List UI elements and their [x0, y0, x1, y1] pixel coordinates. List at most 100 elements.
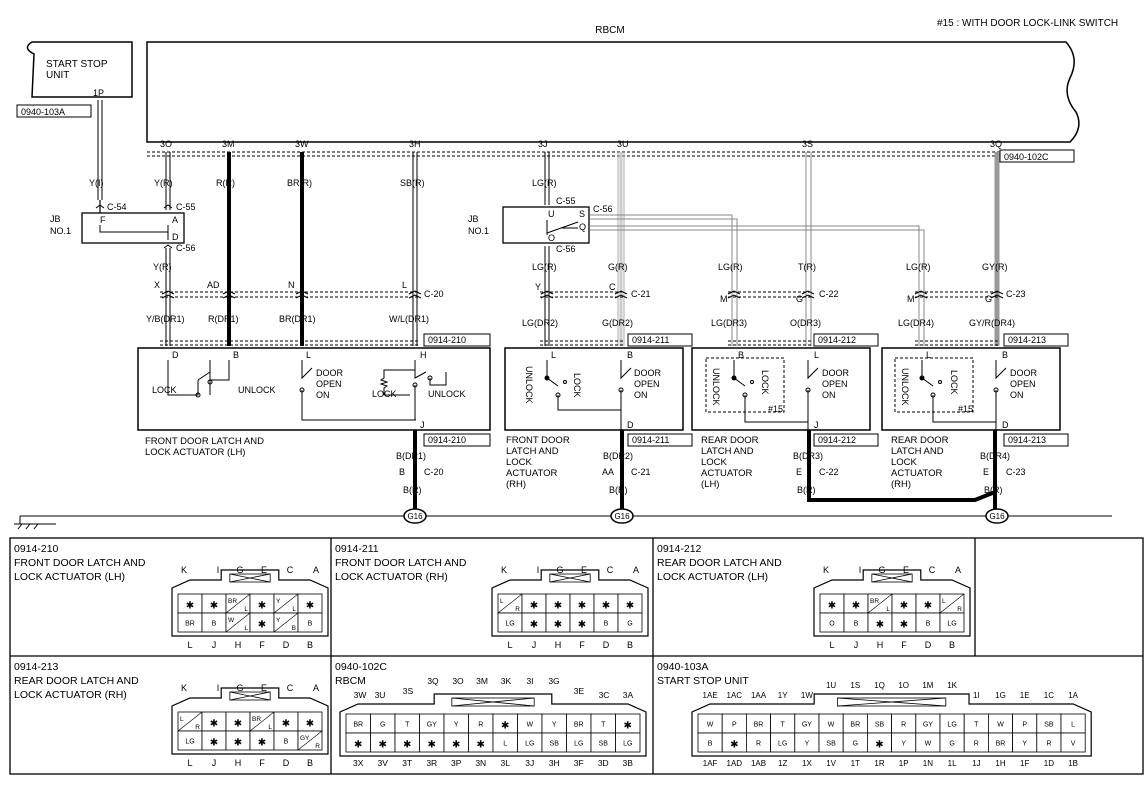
connector-face-210-r2-c4-divider: [273, 612, 299, 633]
connector-face-213-r2-c5-divider: [297, 730, 323, 751]
wire-labels: Y(I) Y(R) Y(R) R(R) BR(R) SB(R) LG(R) LG…: [89, 178, 1015, 328]
label-b-r2: B(R): [609, 485, 628, 495]
m213-lock: LOCK: [949, 370, 959, 395]
label-p-e1: E: [796, 467, 802, 477]
m213-label-3: LOCK: [891, 457, 918, 468]
connector-face-103a-r1-c14-text: SB: [1044, 722, 1054, 729]
wire-3s: [805, 152, 812, 346]
connector-face-210-top-pin-1: I: [217, 565, 220, 575]
connector-face-103a-r1-c1-text: P: [732, 722, 737, 729]
connector-face-213-bottom-pin-3: F: [259, 758, 265, 768]
connector-face-103a-r2-c15-box: [1060, 732, 1086, 753]
label-wl-dr1: W/L(DR1): [389, 314, 429, 324]
connector-face-213-bottom-pin-1: J: [212, 758, 217, 768]
connector-face-213-r2-c2-asterisk-icon: ✱: [234, 738, 242, 749]
module-0914-210-code-top: 0914-210: [428, 335, 466, 345]
connector-face-210-top-pin-3: E: [261, 565, 267, 575]
connector-face-103a-top-pin-9: 1M: [922, 681, 933, 690]
connector-face-103a-r2-c0-text: B: [708, 741, 713, 748]
panel-103a-line1: START STOP UNIT: [657, 675, 749, 687]
connector-face-213-top-pin-4: C: [287, 683, 294, 693]
header-note: #15 : WITH DOOR LOCK-LINK SWITCH: [937, 18, 1118, 29]
connector-face-103a-bottom-pin-10: 1L: [948, 759, 957, 768]
m213-switches: [919, 360, 1007, 430]
harness-bands: [160, 291, 1000, 346]
connector-face-102c-top-pin-8: 3G: [548, 676, 559, 686]
start-stop-code-box: [16, 104, 92, 118]
connector-labels: C-54 C-55 C-56 C-55 C-56 C-56 C-20 C-21 …: [107, 196, 1026, 304]
m211-label-3: LOCK: [506, 457, 533, 468]
connector-face-210-r2-c1-text: B: [212, 621, 217, 628]
start-stop-box: [26, 41, 133, 98]
connector-face-103a-r1-c9-text: GY: [923, 722, 933, 729]
connector-face-102c-r1-c10-text: T: [601, 722, 606, 729]
ground-symbol-icon: [14, 516, 56, 530]
connector-face-210-r2-c2-a: W: [228, 617, 235, 624]
m212-lock: LOCK: [760, 370, 770, 395]
m210-label-2: LOCK ACTUATOR (LH): [145, 447, 245, 458]
panel-grid: [9, 537, 1144, 775]
connector-face-212-top-pin-1: I: [859, 565, 862, 575]
label-lg-dr4: LG(DR4): [898, 318, 934, 328]
connector-face-211-r2-c4-text: B: [604, 621, 609, 628]
jb1-title: JB: [50, 214, 61, 224]
m212-pin-j: J: [814, 420, 819, 430]
connector-face-103a-outline: [691, 693, 1092, 757]
jb1-pin-a: A: [172, 215, 178, 225]
panel-titles: 0914-210 FRONT DOOR LATCH AND LOCK ACTUA…: [14, 543, 782, 701]
panel-210-code: 0914-210: [14, 543, 59, 555]
module-0914-213-code-bottom: 0914-213: [1008, 435, 1046, 445]
m212-pin-l: L: [814, 350, 819, 360]
connector-face-211-top-pin-5: A: [633, 565, 639, 575]
connector-face-211-bottom-pin-5: B: [627, 640, 633, 650]
m211-door: DOOR: [634, 368, 662, 378]
connector-face-210-top-pin-0: K: [181, 565, 187, 575]
connector-face-212-r1-c1-asterisk-icon: ✱: [852, 601, 860, 612]
connector-face-213-r2-c5-b: R: [315, 743, 320, 750]
connector-face-213-latch-x: [229, 691, 271, 701]
connector-face-213-bottom-pin-5: B: [307, 758, 313, 768]
ground-code-boxes: [423, 433, 1069, 447]
module-0914-211-code-top: 0914-211: [632, 335, 669, 345]
rbcm-pin-3w: 3W: [295, 139, 309, 149]
label-p-g: G: [796, 294, 803, 304]
connector-face-210-bottom-pin-5: B: [307, 640, 313, 650]
connector-face-102c-bottom-pin-4: 3P: [451, 758, 462, 768]
connector-face-102c-bottom-pin-0: 3X: [353, 758, 364, 768]
connector-face-102c-top-pin-2: 3S: [403, 686, 414, 696]
connector-face-103a-top-pin-5: 1U: [826, 681, 836, 690]
connector-face-212-r1-c2-a: BR: [870, 598, 879, 605]
connector-face-102c-outline: [339, 693, 647, 757]
ground-wires: [413, 430, 997, 509]
panel-102c-code: 0940-102C: [335, 661, 387, 673]
connector-face-103a-bottom-pin-9: 1N: [923, 759, 933, 768]
m212-unlock: UNLOCK: [711, 368, 721, 406]
connector-face-102c-r2-c5-asterisk-icon: ✱: [477, 740, 485, 751]
label-b-dr2: B(DR2): [603, 451, 633, 461]
m212-switches: [731, 360, 819, 430]
label-lg-r-2: LG(R): [532, 262, 557, 272]
connector-face-212-bottom-pin-1: J: [854, 640, 859, 650]
connector-face-103a-r1-c13-text: P: [1022, 722, 1027, 729]
connector-face-210-top-pin-2: G: [236, 565, 243, 575]
jb1-title-2: NO.1: [50, 226, 71, 236]
rbcm-title: RBCM: [595, 25, 624, 36]
connector-face-212-bottom-pin-4: D: [925, 640, 932, 650]
module-0914-211: [504, 347, 684, 431]
connector-face-103a-r2-c13-text: Y: [1022, 741, 1027, 748]
connector-face-103a-r1-c11-text: T: [974, 722, 979, 729]
connector-face-103a-top-pin-4: 1W: [801, 691, 813, 700]
connector-face-103a-r2-c3-text: LG: [778, 741, 787, 748]
connector-face-103a-r2-c12-text: BR: [996, 741, 1006, 748]
connector-face-210-bottom-pin-1: J: [212, 640, 217, 650]
connector-face-102c-r1-c8-text: Y: [552, 722, 557, 729]
connector-face-102c-top-pin-3: 3Q: [427, 676, 439, 686]
m211-switches: [544, 360, 632, 430]
connector-face-102c-top-pin-10: 3C: [599, 690, 610, 700]
connector-face-213-outline: [171, 687, 329, 755]
m213-dashed-box: [894, 357, 974, 413]
connector-face-212-r1-c4-asterisk-icon: ✱: [924, 601, 932, 612]
panel-211-line1: FRONT DOOR LATCH AND: [335, 557, 467, 569]
connector-face-210-r2-c4-a: Y: [276, 617, 281, 624]
